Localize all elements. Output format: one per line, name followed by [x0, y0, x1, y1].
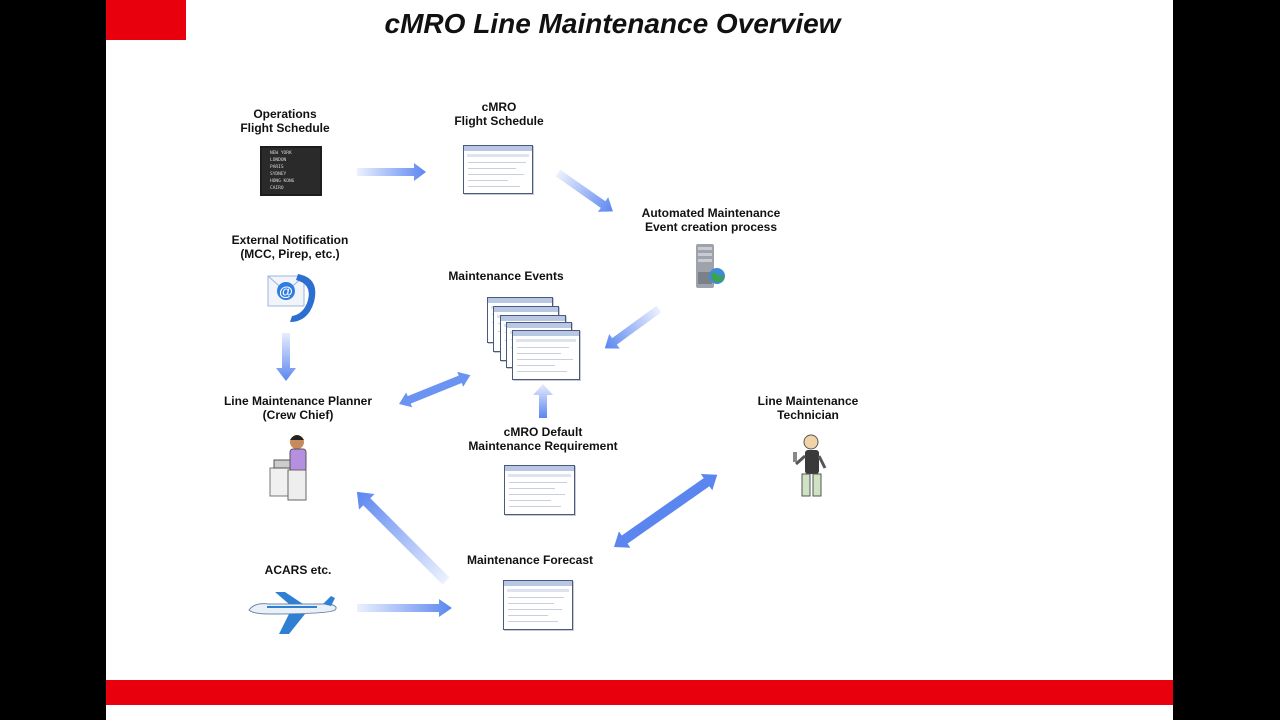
slide: cMRO Line Maintenance Overview	[106, 0, 1173, 720]
server-icon	[696, 244, 725, 288]
label-maintenance-forecast: Maintenance Forecast	[466, 553, 594, 567]
board-row-text: HONG KONG	[270, 178, 295, 184]
default-requirement-screen	[504, 465, 575, 515]
red-corner-accent	[106, 0, 186, 40]
arrow-forecast-to-planner	[356, 491, 450, 585]
technician-icon	[793, 434, 827, 497]
cmro-flight-schedule-screen	[463, 145, 533, 194]
board-row-text: LONDON	[270, 157, 287, 163]
arrow-default-to-events	[533, 384, 553, 418]
svg-text:@: @	[279, 283, 293, 299]
board-row-text: NEW YORK	[270, 150, 292, 156]
arrow-auto-to-events	[604, 305, 662, 349]
email-phone-icon: @	[267, 274, 316, 322]
arrow-ops-to-cmro	[357, 163, 426, 181]
board-row-text: SYDNEY	[270, 171, 287, 177]
maintenance-forecast-screen	[503, 580, 573, 630]
label-external-notification: External Notification(MCC, Pirep, etc.)	[231, 233, 349, 261]
label-line-maintenance-planner: Line Maintenance Planner(Crew Chief)	[223, 394, 373, 422]
arrow-acars-to-forecast	[357, 599, 452, 617]
maintenance-event-screen-5	[512, 330, 580, 380]
footer-red-bar	[106, 680, 1173, 705]
arrow-forecast-technician	[614, 473, 718, 548]
airplane-icon	[248, 592, 337, 634]
label-maintenance-events: Maintenance Events	[448, 269, 564, 283]
arrow-notification-to-planner	[276, 333, 296, 381]
arrow-cmro-to-auto	[555, 169, 613, 212]
slide-title: cMRO Line Maintenance Overview	[384, 8, 841, 39]
arrow-events-planner	[399, 371, 471, 408]
label-acars: ACARS etc.	[264, 563, 332, 577]
board-row-text: CAIRO	[270, 185, 284, 191]
crew-chief-icon	[269, 435, 307, 501]
board-row-text: PARIS	[270, 164, 284, 170]
